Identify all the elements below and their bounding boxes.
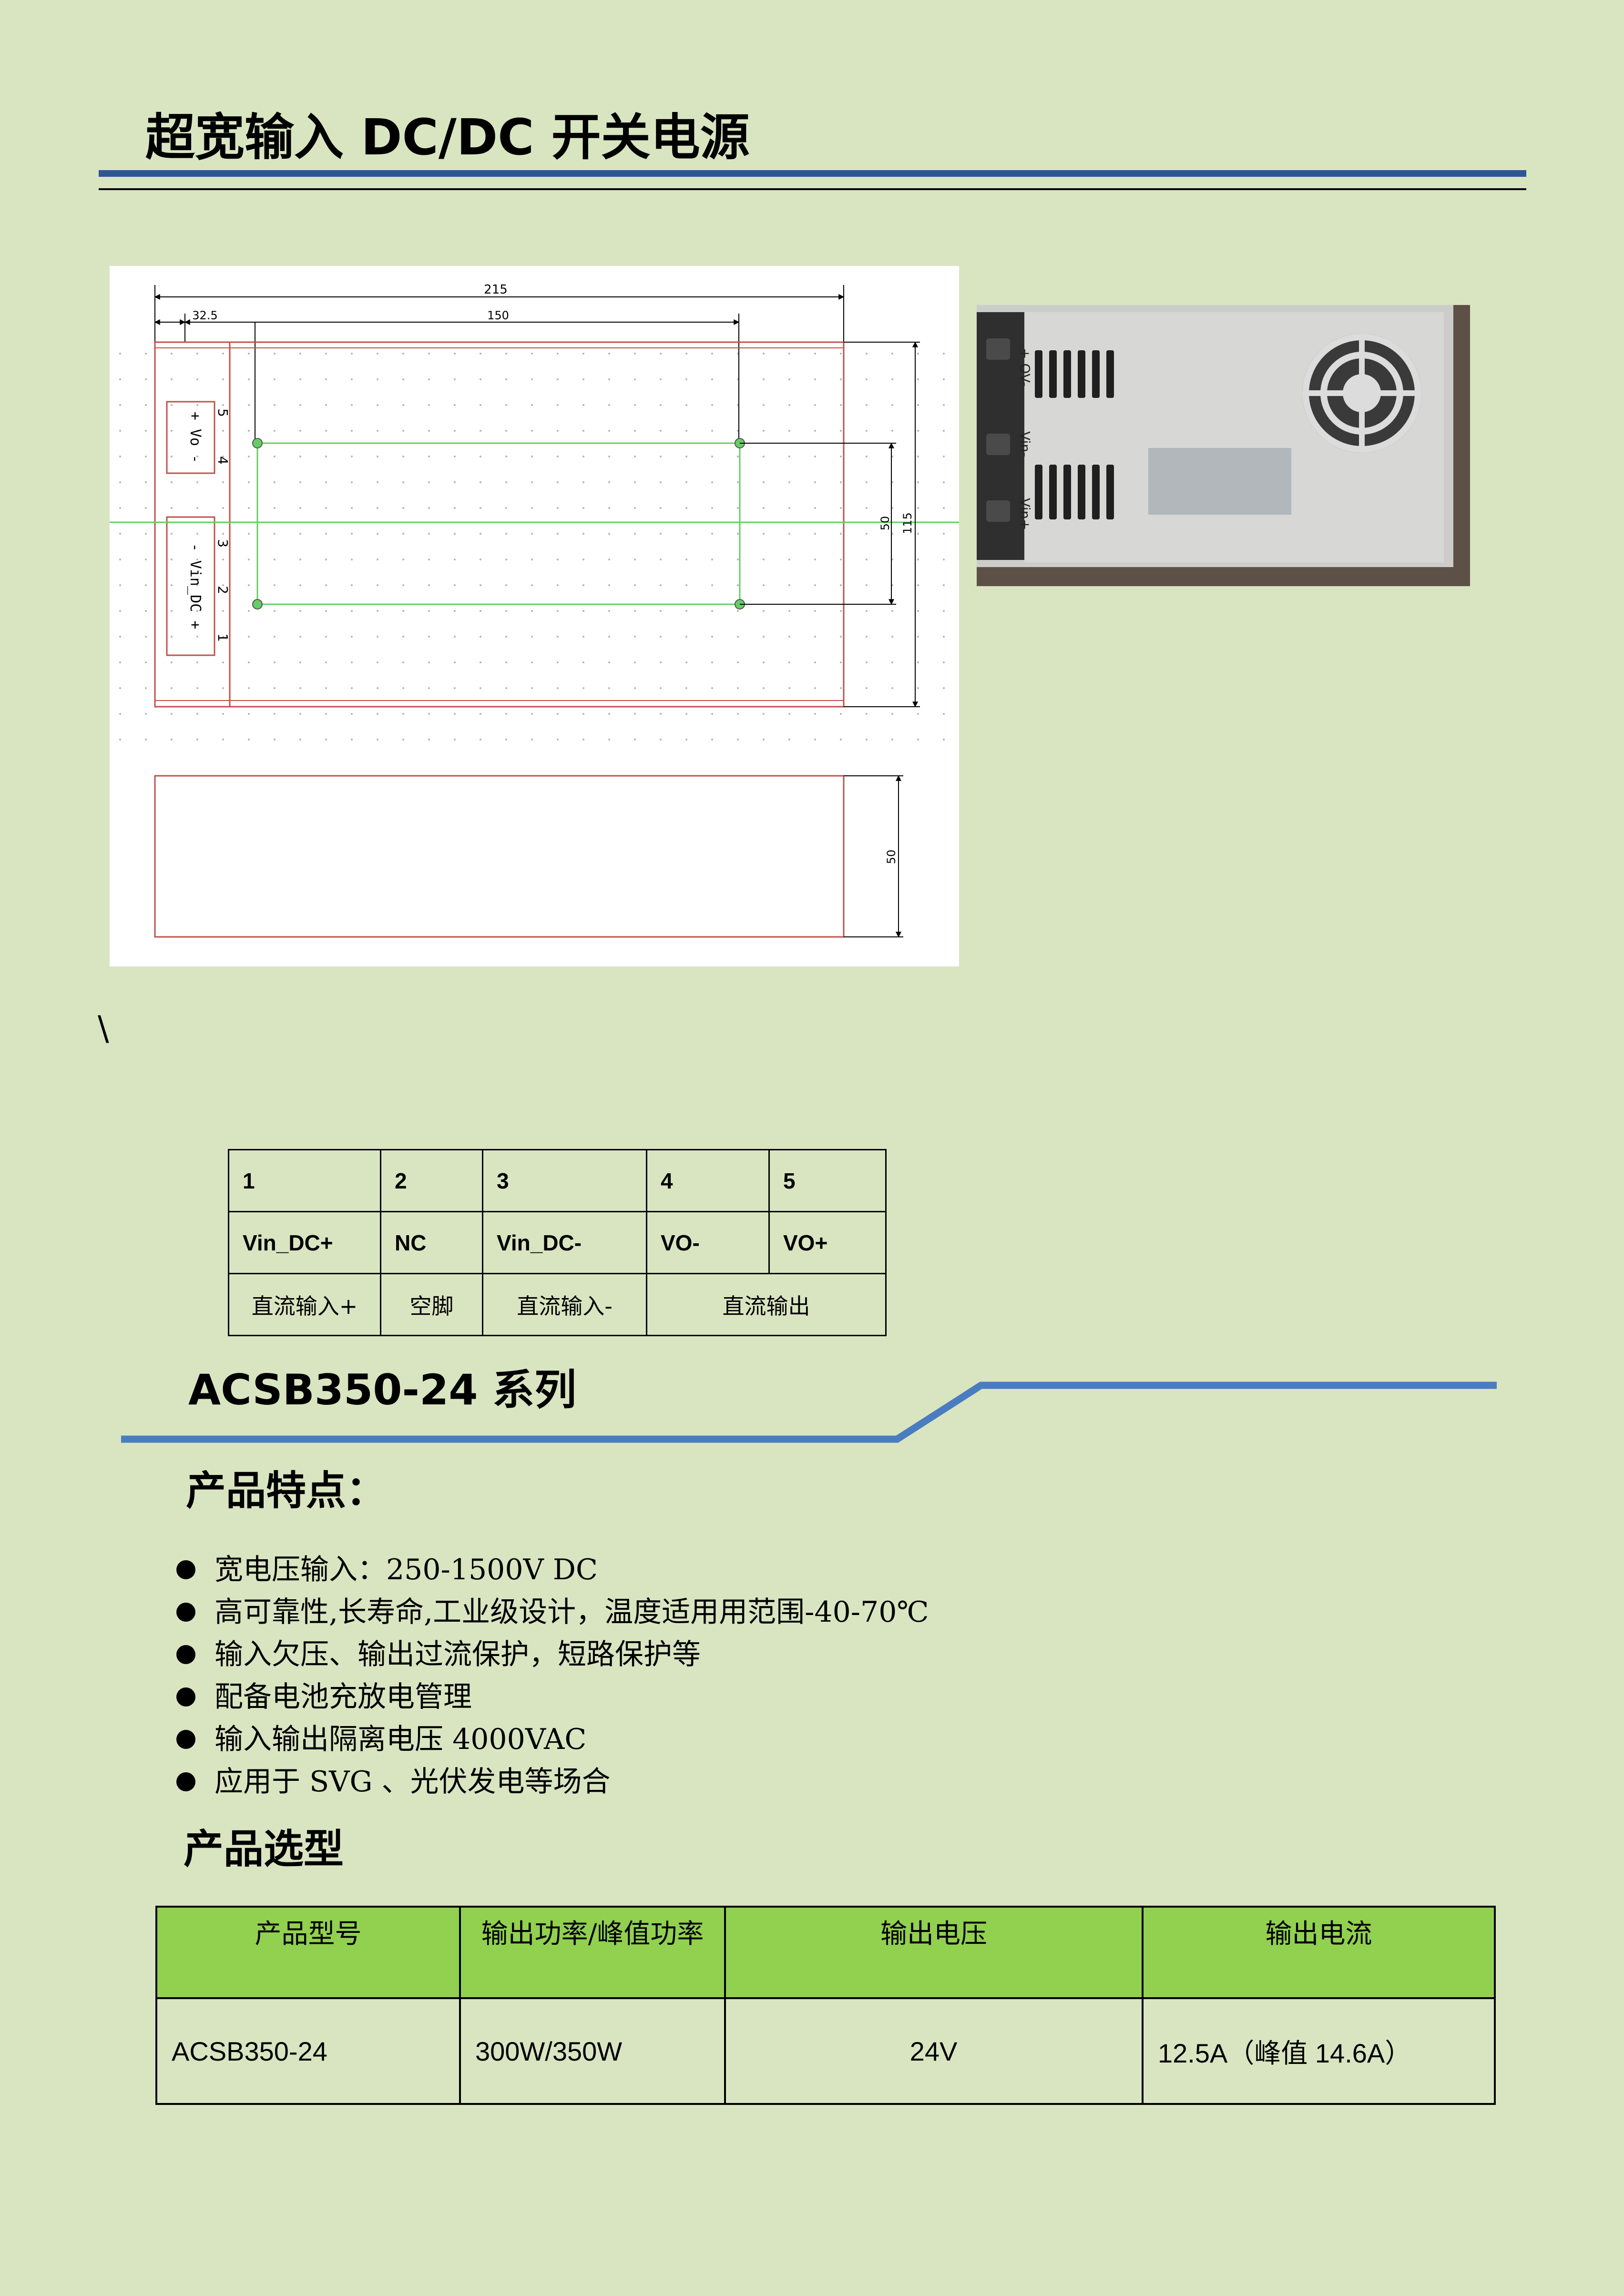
photo-label: + OV-	[1017, 348, 1033, 387]
bullet-icon	[176, 1645, 195, 1664]
features-heading: 产品特点：	[186, 1467, 387, 1514]
pin-number: 2	[380, 1149, 483, 1212]
title-rule-blue	[99, 170, 1526, 177]
feature-item: 配备电池充放电管理	[176, 1676, 929, 1718]
feature-text: 输入欠压、输出过流保护，短路保护等	[214, 1638, 701, 1671]
dim-width: 115	[901, 512, 914, 534]
pin-signal: NC	[380, 1211, 483, 1274]
body-outline-top	[154, 341, 845, 708]
vent-slots	[1035, 350, 1114, 519]
bullet-icon	[176, 1603, 195, 1622]
product-photo-svg: + OV- Vin- Vin+	[977, 305, 1470, 586]
pin-number: 4	[646, 1149, 770, 1212]
pin-number: 3	[482, 1149, 647, 1212]
pin-table: 1 2 3 4 5 Vin_DC+ NC Vin_DC- VO- VO+ 直流输…	[228, 1149, 887, 1336]
feature-text: 高可靠性,长寿命,工业级设计，温度适用用范围-40-70℃	[214, 1595, 929, 1629]
body-outline-side	[154, 775, 845, 938]
column-header: 输出电压	[724, 1906, 1144, 1999]
photo-label: Vin-	[1017, 431, 1033, 457]
pin-signal: Vin_DC+	[228, 1211, 381, 1274]
pin-description-row: 直流输入+ 空脚 直流输入- 直流输出	[228, 1273, 887, 1336]
bullet-icon	[176, 1730, 195, 1749]
feature-item: 输入输出隔离电压 4000VAC	[176, 1718, 929, 1761]
selection-heading: 产品选型	[184, 1826, 344, 1872]
pin-signal: VO-	[646, 1211, 770, 1274]
pin-signal-row: Vin_DC+ NC Vin_DC- VO- VO+	[228, 1211, 887, 1274]
selection-header-row: 产品型号 输出功率/峰值功率 输出电压 输出电流	[155, 1906, 1496, 1999]
cell-model: ACSB350-24	[155, 1997, 461, 2105]
photo-label: Vin+	[1017, 498, 1033, 530]
title-rule-black	[99, 188, 1526, 190]
pin-description: 空脚	[380, 1273, 483, 1336]
feature-item: 应用于 SVG 、光伏发电等场合	[176, 1761, 929, 1803]
feature-text: 配备电池充放电管理	[214, 1680, 472, 1714]
feature-item: 高可靠性,长寿命,工业级设计，温度适用用范围-40-70℃	[176, 1591, 929, 1634]
cell-power: 300W/350W	[459, 1997, 726, 2105]
table-row: ACSB350-24 300W/350W 24V 12.5A（峰值 14.6A）	[155, 1997, 1496, 2105]
feature-text: 应用于 SVG 、光伏发电等场合	[214, 1765, 611, 1798]
column-header: 输出功率/峰值功率	[459, 1906, 726, 1999]
dim-edge-offset: 32.5	[192, 309, 217, 322]
column-header: 产品型号	[155, 1906, 461, 1999]
product-photo: + OV- Vin- Vin+	[977, 305, 1470, 586]
dim-total-length: 215	[484, 283, 508, 297]
terminal-input-label: - Vin_DC +	[187, 543, 204, 630]
features-list: 宽电压输入：250-1500V DC 高可靠性,长寿命,工业级设计，温度适用用范…	[176, 1549, 929, 1803]
terminal-output-label: + Vo -	[187, 412, 204, 463]
pin-description: 直流输出	[646, 1273, 887, 1336]
feature-item: 输入欠压、输出过流保护，短路保护等	[176, 1634, 929, 1676]
cell-voltage: 24V	[724, 1997, 1144, 2105]
series-title: ACSB350-24 系列	[188, 1365, 577, 1414]
mechanical-drawing-svg: 215 32.5 150 + Vo - - Vin_DC + 5 4 3 2 1	[110, 283, 959, 988]
pin-number: 1	[228, 1149, 381, 1212]
terminal-number: 5	[215, 408, 231, 417]
pin-signal: VO+	[768, 1211, 887, 1274]
fan-icon	[1302, 334, 1421, 453]
series-rule	[121, 1382, 1497, 1443]
terminal-block-output	[166, 401, 215, 474]
stray-text: \	[98, 1009, 109, 1048]
feature-item: 宽电压输入：250-1500V DC	[176, 1549, 929, 1591]
terminal-number: 1	[215, 633, 231, 642]
bullet-icon	[176, 1687, 195, 1707]
terminal-number: 2	[215, 586, 231, 594]
pin-description: 直流输入+	[228, 1273, 381, 1336]
column-header: 输出电流	[1142, 1906, 1496, 1999]
pin-description: 直流输入-	[482, 1273, 647, 1336]
dim-hole-spacing-y: 50	[878, 516, 892, 531]
bullet-icon	[176, 1560, 195, 1579]
page-title: 超宽输入 DC/DC 开关电源	[145, 108, 750, 166]
pin-signal: Vin_DC-	[482, 1211, 647, 1274]
terminal-number: 4	[215, 456, 231, 465]
feature-text: 输入输出隔离电压 4000VAC	[214, 1723, 587, 1756]
mechanical-drawing: 215 32.5 150 + Vo - - Vin_DC + 5 4 3 2 1	[110, 266, 959, 988]
bullet-icon	[176, 1772, 195, 1791]
terminal-block-input	[166, 516, 215, 656]
pin-number: 5	[768, 1149, 887, 1212]
dim-hole-spacing-x: 150	[487, 309, 509, 322]
terminal-number: 3	[215, 539, 231, 548]
feature-text: 宽电压输入：250-1500V DC	[214, 1553, 598, 1586]
dim-height: 50	[885, 850, 898, 864]
selection-table: 产品型号 输出功率/峰值功率 输出电压 输出电流 ACSB350-24 300W…	[155, 1906, 1496, 2105]
cell-current: 12.5A（峰值 14.6A）	[1142, 1997, 1496, 2105]
pin-number-row: 1 2 3 4 5	[228, 1149, 887, 1212]
